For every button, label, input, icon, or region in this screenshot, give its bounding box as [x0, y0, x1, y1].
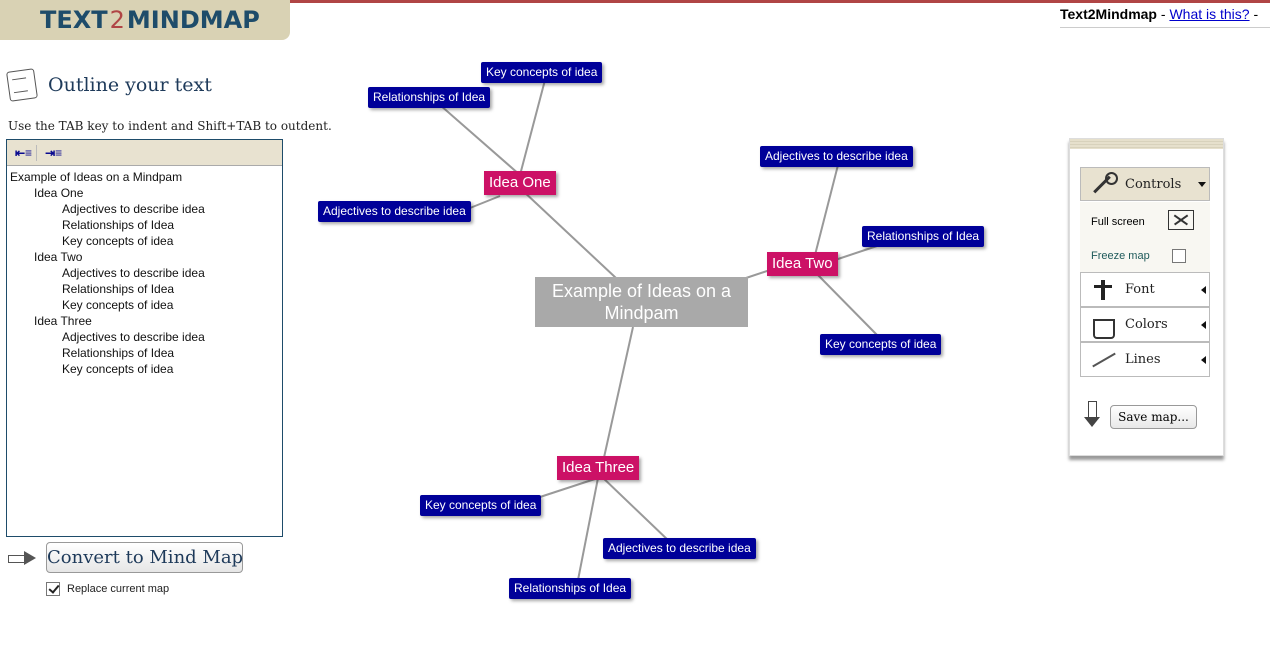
what-is-this-link[interactable]: What is this?	[1169, 6, 1250, 22]
full-screen-label: Full screen	[1091, 216, 1145, 228]
outline-line[interactable]: Idea One	[34, 186, 84, 200]
leaf-node[interactable]: Relationships of Idea	[368, 87, 491, 108]
connector	[602, 326, 634, 463]
controls-options: Full screen Freeze map	[1080, 202, 1210, 272]
indent-icon[interactable]: ⇥≡	[45, 145, 63, 160]
outline-line[interactable]: Relationships of Idea	[62, 282, 175, 296]
logo-text-right: MINDMAP	[126, 6, 260, 34]
full-screen-icon[interactable]	[1168, 210, 1194, 230]
colors-label: Colors	[1125, 317, 1168, 332]
idea-node[interactable]: Idea One	[484, 171, 556, 195]
connector	[521, 189, 617, 279]
controls-label: Controls	[1125, 176, 1182, 192]
logo-text-left: TEXT	[40, 6, 108, 34]
replace-label: Replace current map	[67, 583, 170, 595]
outline-line[interactable]: Key concepts of idea	[62, 234, 174, 248]
connector	[469, 195, 501, 209]
chevron-down-icon	[1198, 181, 1206, 187]
outline-hint: Use the TAB key to indent and Shift+TAB …	[8, 119, 332, 133]
connector	[577, 477, 599, 581]
site-name: Text2Mindmap	[1060, 6, 1157, 22]
outline-line[interactable]: Idea Three	[34, 314, 92, 328]
leaf-node[interactable]: Relationships of Idea	[509, 578, 632, 599]
lines-section[interactable]: Lines	[1080, 342, 1210, 377]
outline-title: Outline your text	[48, 74, 212, 96]
panel-drag-handle[interactable]	[1070, 139, 1223, 149]
outline-line[interactable]: Adjectives to describe idea	[62, 202, 205, 216]
font-section[interactable]: Font	[1080, 272, 1210, 307]
controls-header[interactable]: Controls	[1080, 167, 1210, 201]
outline-line[interactable]: Adjectives to describe idea	[62, 330, 205, 344]
outline-line[interactable]: Relationships of Idea	[62, 218, 175, 232]
right-arrow-icon	[8, 551, 36, 565]
outline-line[interactable]: Key concepts of idea	[62, 298, 174, 312]
connector	[519, 79, 546, 176]
chevron-left-icon	[1201, 285, 1206, 294]
outline-line[interactable]: Idea Two	[34, 250, 83, 264]
wrench-icon	[1081, 172, 1125, 196]
save-map-button[interactable]: Save map...	[1110, 405, 1197, 429]
font-t-icon	[1081, 278, 1125, 302]
separator: -	[1156, 6, 1170, 22]
leaf-node[interactable]: Key concepts of idea	[481, 62, 603, 83]
line-icon	[1081, 348, 1125, 372]
connector	[439, 104, 521, 176]
outline-line[interactable]: Relationships of Idea	[62, 346, 175, 360]
central-node[interactable]: Example of Ideas on a Mindpam	[535, 277, 748, 327]
leaf-node[interactable]: Adjectives to describe idea	[760, 146, 913, 167]
leaf-node[interactable]: Key concepts of idea	[420, 495, 542, 516]
font-label: Font	[1125, 282, 1155, 297]
connector	[539, 477, 599, 498]
outline-header: Outline your text	[6, 68, 212, 102]
freeze-map-checkbox[interactable]	[1172, 249, 1186, 263]
editor-toolbar: ⇤≡ ⇥≡	[7, 140, 282, 166]
outline-line[interactable]: Example of Ideas on a Mindpam	[10, 170, 183, 184]
replace-checkbox[interactable]	[46, 582, 60, 596]
replace-current-map-option[interactable]: Replace current map	[46, 582, 169, 596]
download-arrow-icon	[1084, 401, 1100, 429]
connector	[834, 244, 881, 261]
controls-panel: Controls Full screen Freeze map Font Col…	[1069, 138, 1224, 456]
logo-text-mid: 2	[109, 6, 125, 34]
leaf-node[interactable]: Adjectives to describe idea	[318, 201, 471, 222]
paint-bucket-icon	[1081, 313, 1125, 339]
lines-label: Lines	[1125, 352, 1161, 367]
idea-node[interactable]: Idea Three	[557, 456, 640, 480]
outline-line[interactable]: Adjectives to describe idea	[62, 266, 205, 280]
idea-node[interactable]: Idea Two	[767, 252, 838, 276]
connector	[599, 474, 671, 543]
colors-section[interactable]: Colors	[1080, 307, 1210, 342]
chevron-left-icon	[1201, 355, 1206, 364]
freeze-map-label: Freeze map	[1091, 250, 1150, 262]
connector	[814, 164, 839, 256]
outdent-icon[interactable]: ⇤≡	[11, 144, 38, 161]
separator: -	[1249, 6, 1259, 22]
chevron-left-icon	[1201, 320, 1206, 329]
convert-to-mind-map-button[interactable]: Convert to Mind Map	[46, 542, 243, 573]
leaf-node[interactable]: Key concepts of idea	[820, 334, 942, 355]
leaf-node[interactable]: Relationships of Idea	[862, 226, 985, 247]
outline-line[interactable]: Key concepts of idea	[62, 362, 174, 376]
top-links: Text2Mindmap - What is this? -	[1060, 6, 1270, 28]
leaf-node[interactable]: Adjectives to describe idea	[603, 538, 756, 559]
top-accent-bar	[0, 0, 1270, 3]
connector	[814, 271, 879, 337]
